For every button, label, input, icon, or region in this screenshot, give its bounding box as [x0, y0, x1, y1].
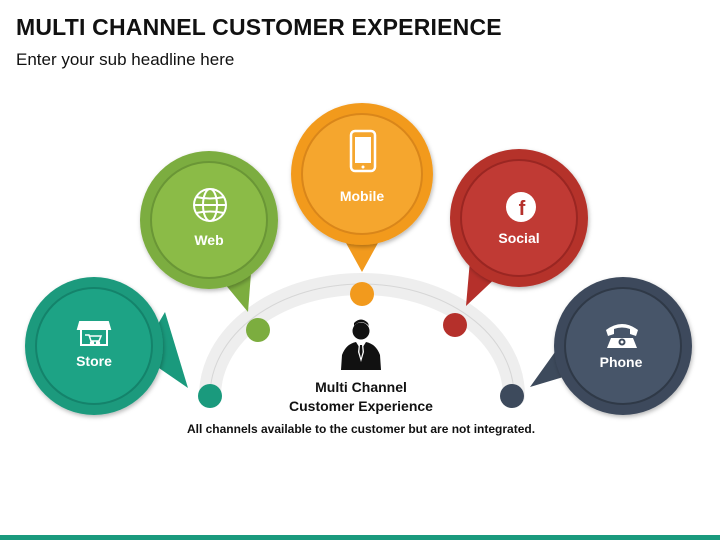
- store-dot: [198, 384, 222, 408]
- store-bubble-tail: [140, 312, 188, 388]
- page-subtitle: Enter your sub headline here: [16, 50, 235, 69]
- svg-text:f: f: [519, 198, 526, 220]
- mobile-label: Mobile: [340, 188, 385, 204]
- facebook-icon: f: [506, 192, 536, 222]
- telephone-icon: [606, 324, 638, 348]
- mobile-bubble-inner: [301, 113, 423, 235]
- channel-mobile: Mobile: [291, 103, 433, 272]
- web-label: Web: [194, 232, 223, 248]
- store-icon: [76, 321, 112, 346]
- social-dot: [443, 313, 467, 337]
- businessman-icon: [341, 319, 381, 370]
- social-label: Social: [498, 230, 539, 246]
- page-title: MULTI CHANNEL CUSTOMER EXPERIENCE: [16, 14, 502, 40]
- phone-label: Phone: [600, 354, 643, 370]
- channel-store: Store: [25, 277, 188, 415]
- phone-dot: [500, 384, 524, 408]
- bottom-accent-bar: [0, 535, 720, 540]
- center-label-line2: Customer Experience: [289, 398, 433, 414]
- mobile-dot: [350, 282, 374, 306]
- center-label-line1: Multi Channel: [315, 379, 407, 395]
- channel-web: Web: [140, 151, 278, 312]
- center-caption: All channels available to the customer b…: [187, 422, 535, 436]
- store-label: Store: [76, 353, 112, 369]
- web-dot: [246, 318, 270, 342]
- channel-phone: Phone: [530, 277, 692, 415]
- channel-social: f Social: [450, 149, 588, 306]
- mobile-phone-icon: [349, 129, 377, 173]
- globe-icon: [193, 188, 227, 222]
